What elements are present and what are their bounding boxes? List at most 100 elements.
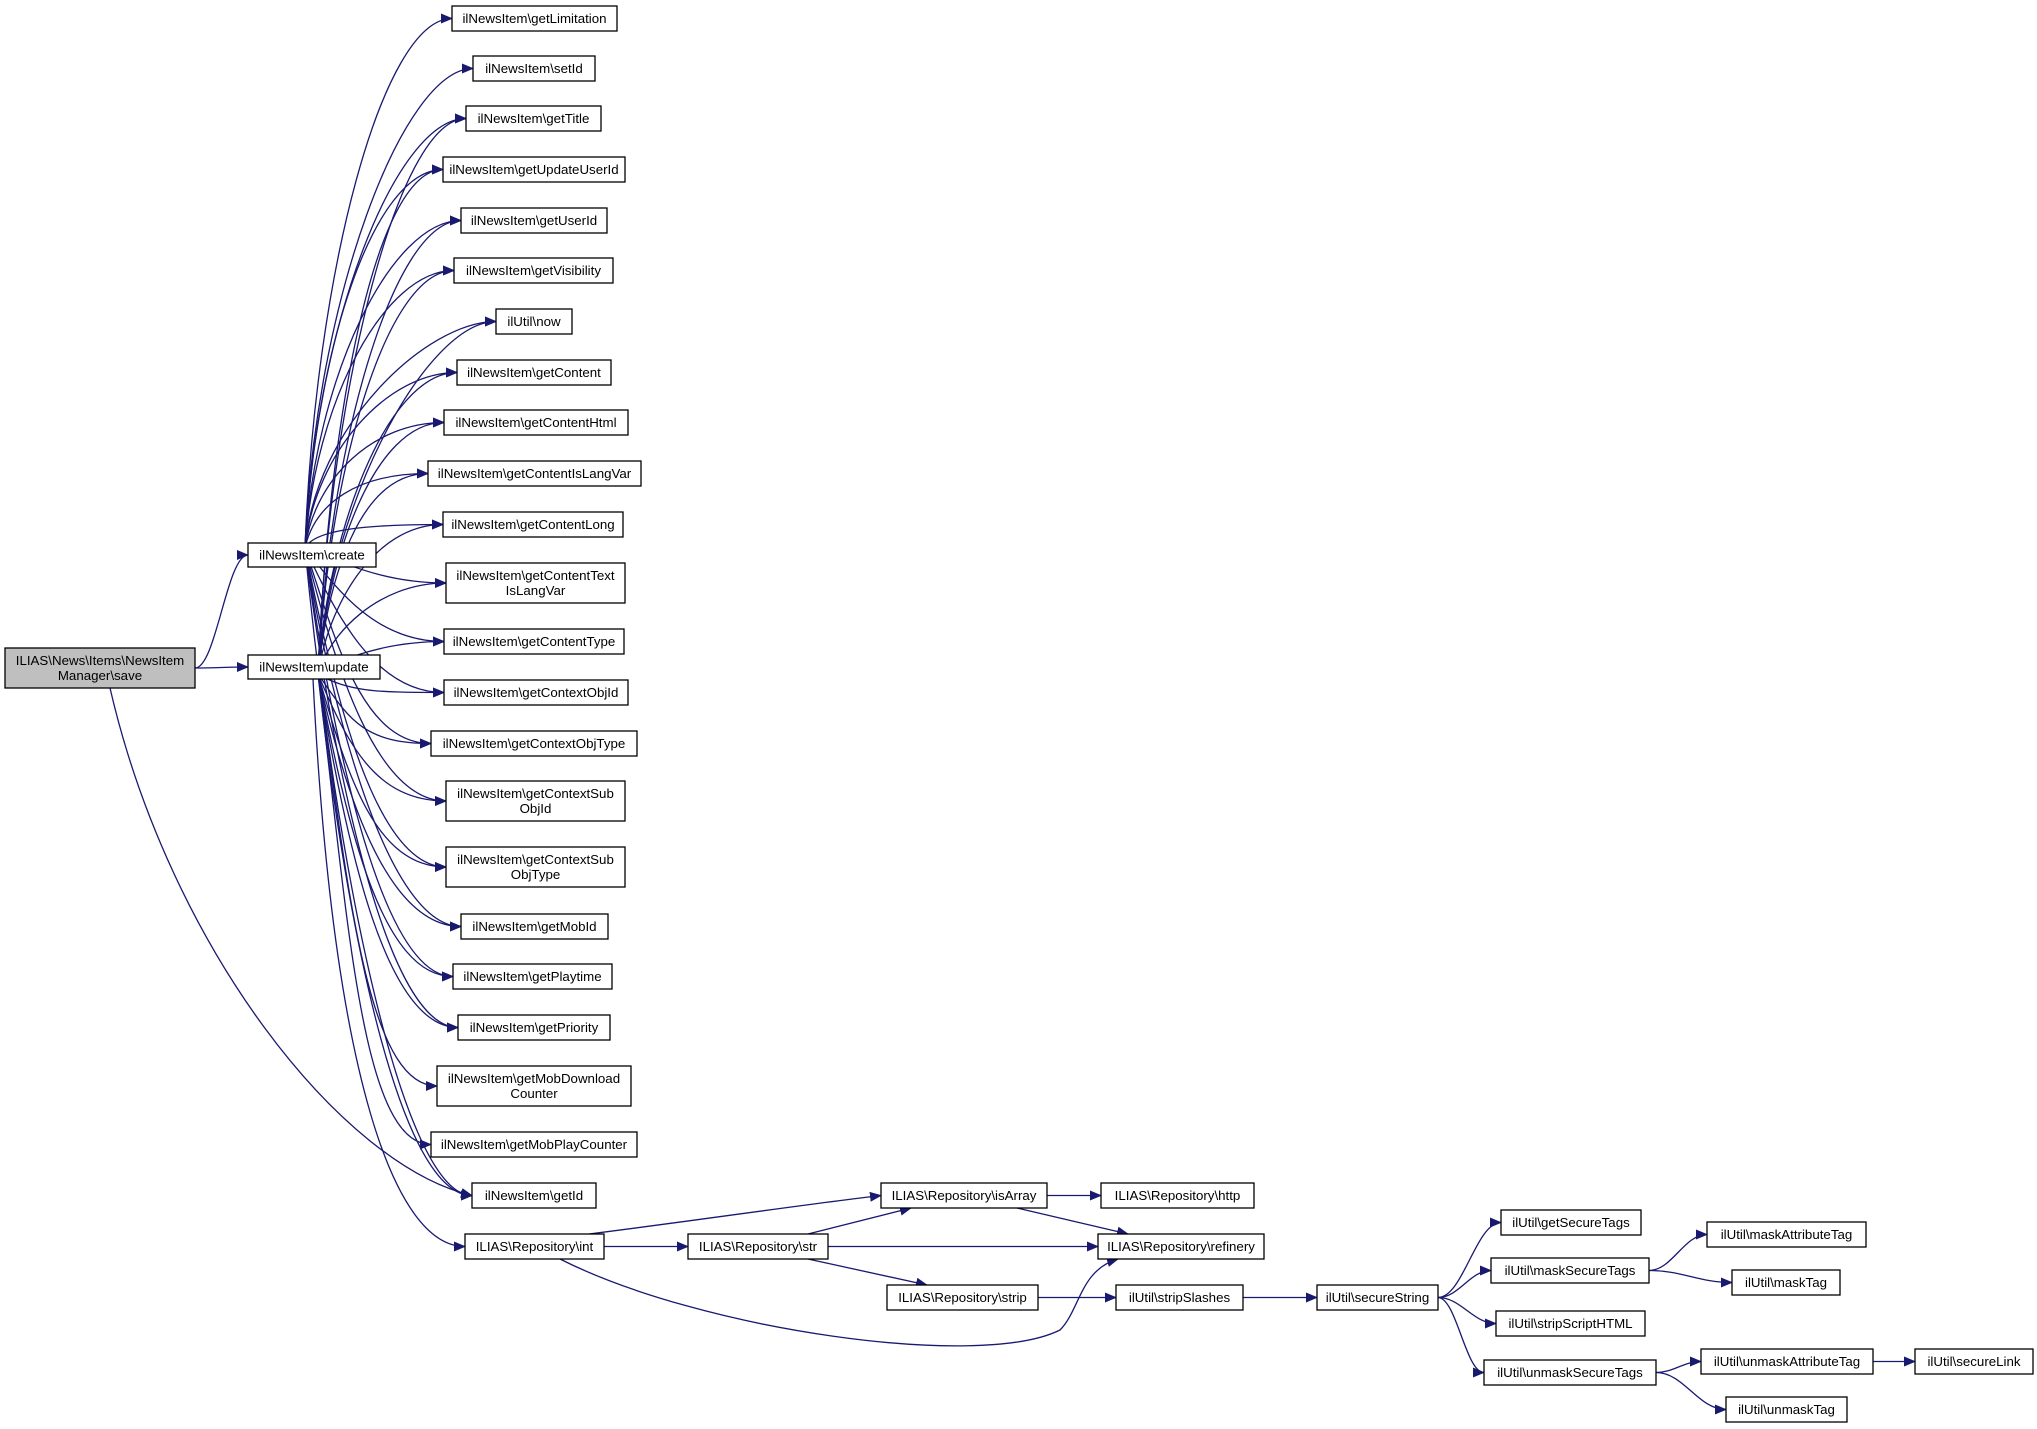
node-label: ilNewsItem\getTitle [478, 111, 590, 126]
node-getUpdateUserId[interactable]: ilNewsItem\getUpdateUserId [442, 156, 626, 183]
call-edge-int-to-refinery [559, 1257, 1119, 1347]
node-getContentType[interactable]: ilNewsItem\getContentType [443, 628, 625, 655]
node-box [430, 1131, 638, 1158]
call-edge-update-to-getContextSubObjType [317, 673, 447, 872]
node-label: ilNewsItem\getLimitation [462, 11, 606, 26]
node-box [1731, 1269, 1841, 1296]
node-strip[interactable]: ILIAS\Repository\strip [886, 1284, 1039, 1311]
node-box [495, 308, 573, 335]
node-getVisibility[interactable]: ilNewsItem\getVisibility [453, 257, 614, 284]
call-edge-update-to-getContent [317, 367, 458, 675]
call-edge-root-to-create [194, 550, 249, 669]
node-label: ilUtil\unmaskTag [1738, 1402, 1835, 1417]
node-label: ilUtil\stripScriptHTML [1508, 1316, 1632, 1331]
node-label: ilNewsItem\getPriority [470, 1020, 599, 1035]
call-edge-update-to-getContentIsLangVar [317, 468, 429, 675]
node-unmaskAttributeTag[interactable]: ilUtil\unmaskAttributeTag [1700, 1348, 1874, 1375]
node-getLimitation[interactable]: ilNewsItem\getLimitation [451, 5, 618, 32]
call-edge-update-to-getPriority [317, 673, 459, 1033]
node-maskTag[interactable]: ilUtil\maskTag [1731, 1269, 1841, 1296]
node-int[interactable]: ILIAS\Repository\int [464, 1233, 605, 1260]
node-stripScriptHTML[interactable]: ilUtil\stripScriptHTML [1495, 1310, 1646, 1337]
call-edge-str-to-isArray [807, 1205, 912, 1235]
node-getContentLong[interactable]: ilNewsItem\getContentLong [442, 511, 624, 538]
node-http[interactable]: ILIAS\Repository\http [1100, 1182, 1255, 1209]
call-edge-update-to-getContextObjType [317, 673, 432, 749]
node-label: ilUtil\secureString [1326, 1290, 1429, 1305]
node-getPriority[interactable]: ilNewsItem\getPriority [457, 1014, 611, 1041]
node-label: ilNewsItem\getUpdateUserId [449, 162, 618, 177]
node-label: ILIAS\Repository\int [476, 1239, 594, 1254]
node-box [436, 1065, 632, 1107]
node-label: ILIAS\Repository\isArray [892, 1188, 1037, 1203]
node-secureString[interactable]: ilUtil\secureString [1316, 1284, 1439, 1311]
node-create[interactable]: ilNewsItem\create [247, 542, 377, 568]
call-edge-update-to-getContextSubObjId [317, 673, 447, 806]
call-edge-create-to-now [304, 316, 497, 549]
node-getContentIsLangVar[interactable]: ilNewsItem\getContentIsLangVar [427, 460, 642, 487]
node-label: ilNewsItem\getContent [467, 365, 601, 380]
node-getPlaytime[interactable]: ilNewsItem\getPlaytime [452, 963, 613, 990]
node-label: ilNewsItem\getMobPlayCounter [441, 1137, 628, 1152]
node-label: ilUtil\getSecureTags [1512, 1215, 1630, 1230]
node-stripSlashes[interactable]: ilUtil\stripSlashes [1115, 1284, 1244, 1311]
node-maskSecureTags[interactable]: ilUtil\maskSecureTags [1490, 1257, 1650, 1284]
node-box [442, 511, 624, 538]
node-getContent[interactable]: ilNewsItem\getContent [456, 359, 612, 386]
node-update[interactable]: ilNewsItem\update [247, 654, 381, 680]
node-getMobId[interactable]: ilNewsItem\getMobId [460, 913, 609, 940]
node-getContentHtml[interactable]: ilNewsItem\getContentHtml [443, 409, 629, 436]
node-box [1700, 1348, 1874, 1375]
node-box [1495, 1310, 1646, 1337]
node-box [1100, 1182, 1255, 1209]
node-getTitle[interactable]: ilNewsItem\getTitle [465, 105, 602, 132]
node-getId[interactable]: ilNewsItem\getId [471, 1182, 597, 1209]
node-box [445, 780, 626, 822]
node-label: ilUtil\maskSecureTags [1505, 1263, 1636, 1278]
node-label: ilNewsItem\getContentText [456, 568, 614, 583]
node-box [453, 257, 614, 284]
node-unmaskTag[interactable]: ilUtil\unmaskTag [1725, 1396, 1848, 1423]
node-label: ILIAS\Repository\refinery [1107, 1239, 1255, 1254]
node-unmaskSecureTags[interactable]: ilUtil\unmaskSecureTags [1483, 1359, 1657, 1386]
node-label: ObjId [520, 801, 552, 816]
call-edge-create-to-getPlaytime [304, 547, 454, 982]
node-label: ILIAS\News\Items\NewsItem [16, 653, 184, 668]
node-box [443, 628, 625, 655]
node-box [1316, 1284, 1439, 1311]
node-maskAttributeTag[interactable]: ilUtil\maskAttributeTag [1706, 1221, 1867, 1248]
node-now[interactable]: ilUtil\now [495, 308, 573, 335]
call-edge-str-to-strip [807, 1258, 928, 1288]
node-label: ilNewsItem\getContentHtml [455, 415, 616, 430]
node-getContextObjId[interactable]: ilNewsItem\getContextObjId [443, 679, 629, 706]
call-edge-maskSecureTags-to-maskTag [1648, 1269, 1733, 1288]
node-label: ilNewsItem\setId [485, 61, 583, 76]
call-edge-create-to-getContextSubObjId [304, 547, 447, 806]
call-edge-secureString-to-unmaskSecureTags [1437, 1296, 1485, 1378]
node-secureLink[interactable]: ilUtil\secureLink [1914, 1348, 2034, 1375]
node-label: ILIAS\Repository\strip [898, 1290, 1027, 1305]
node-box [430, 730, 638, 757]
node-getSecureTags[interactable]: ilUtil\getSecureTags [1500, 1209, 1642, 1236]
node-label: ilUtil\stripSlashes [1129, 1290, 1231, 1305]
node-refinery[interactable]: ILIAS\Repository\refinery [1097, 1233, 1265, 1260]
call-edge-update-to-getUpdateUserId [317, 164, 444, 675]
call-edge-update-to-getContentLong [317, 519, 444, 675]
node-label: ilNewsItem\getContentType [453, 634, 616, 649]
node-setId[interactable]: ilNewsItem\setId [472, 55, 596, 82]
node-label: ILIAS\Repository\http [1115, 1188, 1241, 1203]
node-label: ilNewsItem\create [259, 548, 365, 563]
node-str[interactable]: ILIAS\Repository\str [687, 1233, 829, 1260]
node-label: ilNewsItem\getUserId [471, 213, 597, 228]
node-getContextObjType[interactable]: ilNewsItem\getContextObjType [430, 730, 638, 757]
node-isArray[interactable]: ILIAS\Repository\isArray [880, 1182, 1048, 1209]
node-box [687, 1233, 829, 1260]
node-getUserId[interactable]: ilNewsItem\getUserId [460, 207, 608, 234]
node-getMobPlayCounter[interactable]: ilNewsItem\getMobPlayCounter [430, 1131, 638, 1158]
node-label: ilNewsItem\getMobId [472, 919, 596, 934]
